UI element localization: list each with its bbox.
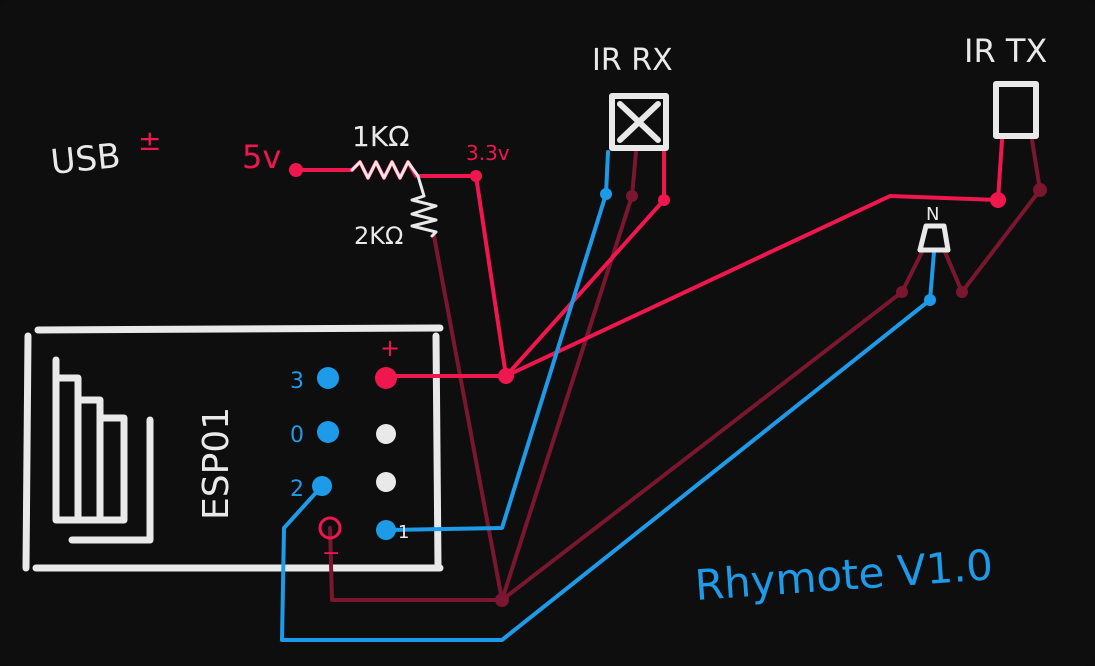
pin-vcc (375, 367, 397, 389)
junction-rx-ground (626, 190, 638, 202)
usb-sign: ± (138, 124, 161, 157)
junction-5v (289, 163, 303, 177)
junction-n-mid (924, 294, 936, 306)
pin-empty-1 (376, 424, 396, 444)
pin-1 (376, 520, 396, 540)
label-esp01: ESP01 (196, 407, 237, 520)
ir-rx-component (609, 93, 669, 151)
label-plus: + (380, 334, 400, 362)
junction-tx-power (990, 192, 1006, 208)
pin-0 (317, 421, 339, 443)
usb-label: USB (49, 136, 123, 183)
diagram-title: Rhymote V1.0 (693, 540, 994, 610)
signal-wires (280, 150, 936, 642)
esp01-board (22, 324, 444, 572)
resistor-network (350, 160, 438, 238)
pin-2 (312, 476, 332, 496)
label-pin-1: 1 (398, 522, 409, 543)
junction-ground (495, 593, 509, 607)
label-minus: − (322, 541, 340, 566)
label-1k: 1KΩ (352, 120, 410, 153)
ground-wires (328, 138, 1042, 602)
ir-tx-component (993, 81, 1039, 139)
junction-n-left (896, 286, 908, 298)
label-ir-rx: IR RX (592, 43, 673, 78)
junction-n-right (956, 286, 968, 298)
label-3v3: 3.3v (466, 141, 510, 165)
label-pin-2: 2 (290, 477, 304, 502)
label-pin-0: 0 (290, 423, 304, 448)
junction-rx-power (658, 194, 670, 206)
pin-empty-2 (376, 472, 396, 492)
esp-pins (312, 367, 397, 540)
pin-3 (317, 367, 339, 389)
label-ir-tx: IR TX (964, 32, 1047, 70)
label-pin-3: 3 (290, 369, 304, 394)
junction-rx-signal (600, 188, 612, 200)
junction-power (498, 368, 514, 384)
pin-gnd (318, 516, 342, 540)
label-transistor: N (926, 204, 939, 225)
transistor-component (917, 223, 951, 253)
junction-tx-ground (1033, 183, 1047, 197)
junction-3v3 (470, 170, 482, 182)
power-wires (296, 138, 1004, 378)
label-2k: 2KΩ (354, 222, 403, 250)
antenna-trace (52, 356, 154, 544)
junctions (289, 163, 1047, 607)
label-5v: 5v (242, 138, 281, 176)
